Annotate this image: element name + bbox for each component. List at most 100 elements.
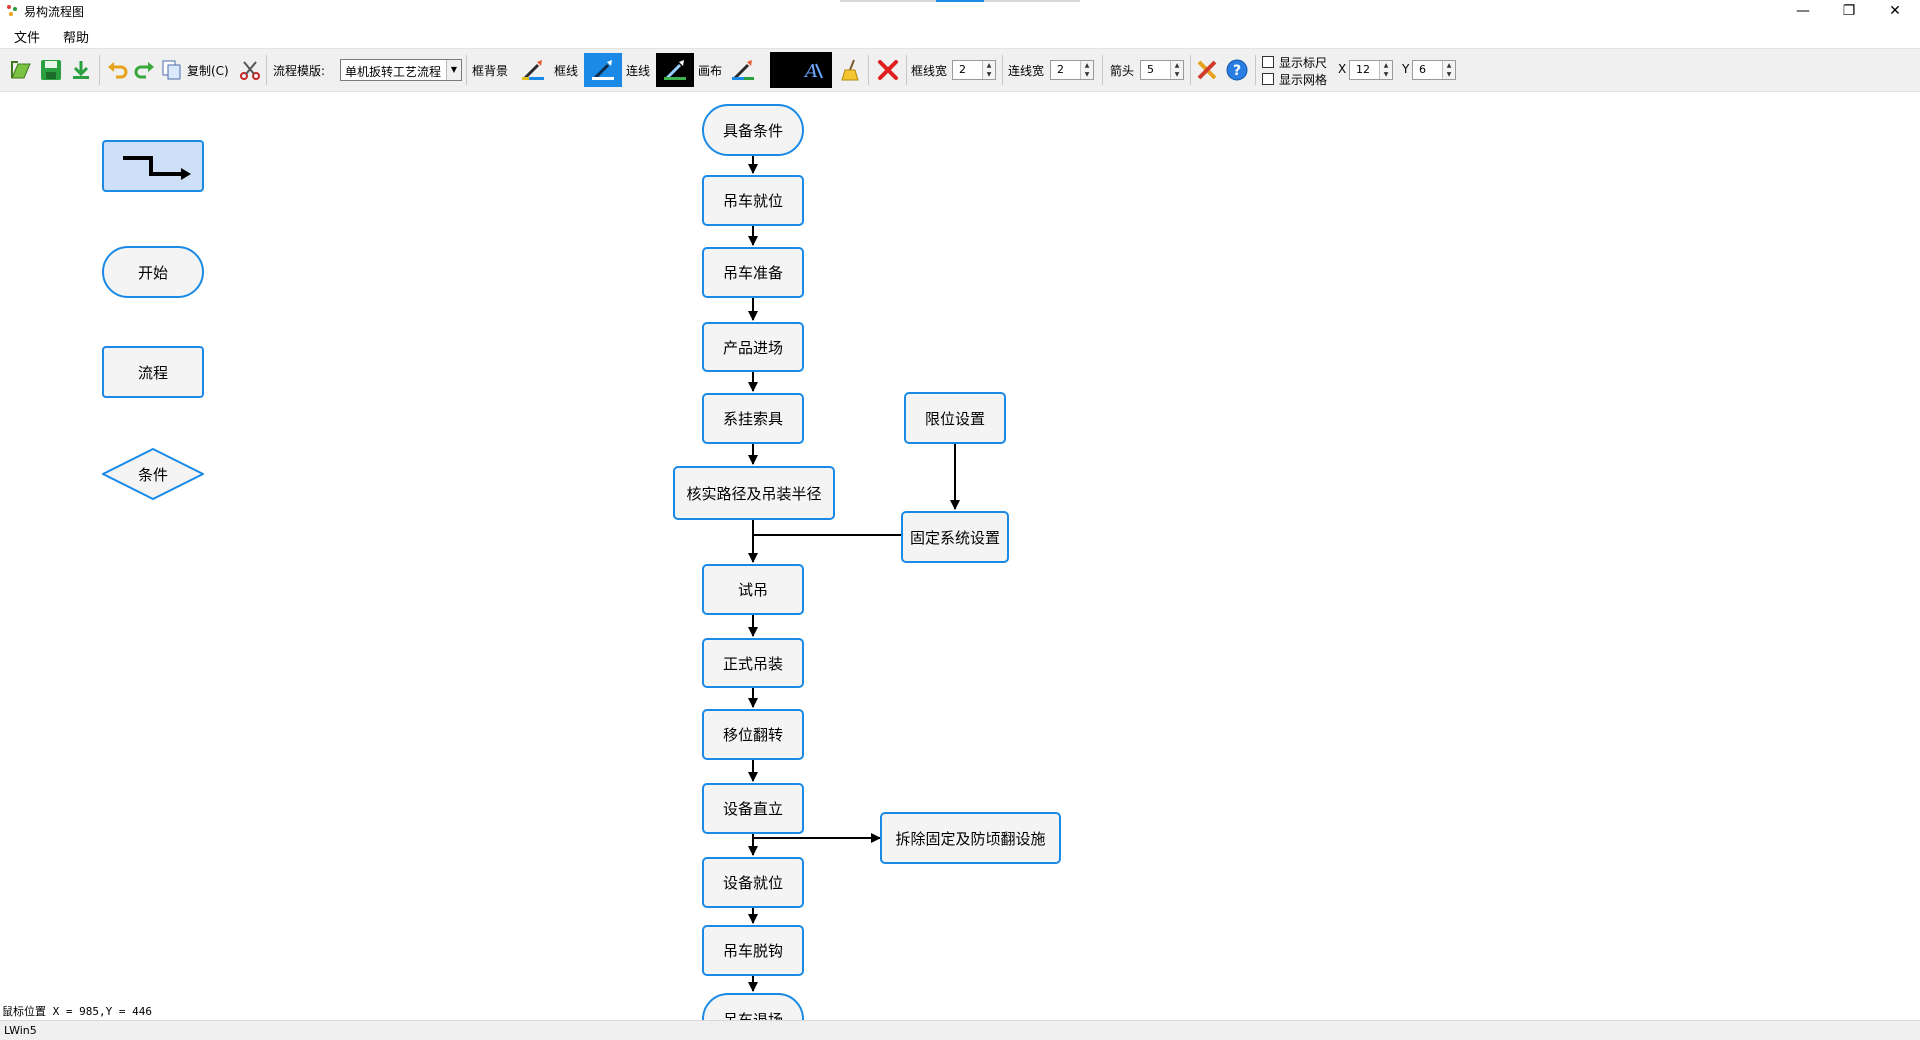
save-button[interactable]	[38, 55, 64, 85]
help-button[interactable]: ?	[1224, 55, 1250, 85]
flow-node[interactable]: 移位翻转	[702, 709, 804, 760]
grid-y-value: 6	[1419, 63, 1426, 76]
toolbar-separator	[1102, 55, 1103, 85]
close-button[interactable]: ✕	[1889, 3, 1901, 19]
chevron-up-icon[interactable]: ▲	[1174, 62, 1180, 69]
status-bar: LWin5	[0, 1020, 1920, 1040]
diamond-shape	[102, 448, 204, 500]
scissors-icon	[240, 61, 260, 80]
chevron-down-icon[interactable]: ▼	[1084, 71, 1090, 78]
grid-x-stepper[interactable]: 12 ▲▼	[1349, 60, 1393, 80]
flow-node[interactable]: 设备就位	[702, 857, 804, 908]
frame-bg-color-button[interactable]	[518, 55, 548, 85]
chevron-down-icon: ▼	[446, 60, 461, 80]
canvas-color-button[interactable]	[728, 55, 758, 85]
chevron-down-icon[interactable]: ▼	[1383, 71, 1389, 78]
stepper-arrows[interactable]: ▲▼	[1379, 61, 1392, 79]
title-bar: 易构流程图 — ❐ ✕	[0, 0, 1920, 22]
flow-node[interactable]: 产品进场	[702, 322, 804, 372]
stepper-arrows[interactable]: ▲▼	[982, 61, 995, 79]
palette-connector-tool[interactable]	[102, 140, 204, 192]
toolbar: 复制(C) 流程模版: 单机扳转工艺流程 ▼ 框背景 框线 连线 画布	[0, 48, 1920, 92]
stepper-arrows[interactable]: ▲▼	[1442, 61, 1455, 79]
chevron-down-icon[interactable]: ▼	[1174, 71, 1180, 78]
download-icon	[73, 61, 89, 79]
chevron-up-icon[interactable]: ▲	[1446, 62, 1452, 69]
flow-node[interactable]: 系挂索具	[702, 393, 804, 444]
flowchart-canvas[interactable]: 开始 流程 条件 具备条件 吊车就位 吊车准备 产品进场 系挂索具 核实路径及吊…	[0, 92, 1920, 1020]
chevron-down-icon[interactable]: ▼	[1446, 71, 1452, 78]
flow-node[interactable]: 正式吊装	[702, 638, 804, 688]
flow-node[interactable]: 核实路径及吊装半径	[673, 466, 835, 520]
flow-node[interactable]: 吊车准备	[702, 247, 804, 298]
connector-layer	[748, 154, 960, 992]
template-select-value: 单机扳转工艺流程	[345, 65, 442, 79]
delete-icon	[878, 60, 898, 80]
stepper-arrows[interactable]: ▲▼	[1080, 61, 1093, 79]
flow-node[interactable]: 试吊	[702, 564, 804, 615]
flow-node[interactable]: 吊车脱钩	[702, 925, 804, 976]
chevron-up-icon[interactable]: ▲	[1084, 62, 1090, 69]
copy-icon-button[interactable]	[160, 55, 184, 85]
link-color-button[interactable]	[656, 53, 694, 87]
flow-node[interactable]: 限位设置	[904, 392, 1006, 444]
toolbar-separator	[99, 55, 100, 85]
grid-x-label: X	[1338, 62, 1347, 76]
stepper-arrows[interactable]: ▲▼	[1170, 61, 1183, 79]
toolbar-separator	[1002, 55, 1003, 85]
undo-button[interactable]	[104, 55, 130, 85]
arrow-size-value: 5	[1147, 63, 1154, 76]
show-ruler-label[interactable]: 显示标尺	[1279, 56, 1328, 70]
clear-format-button[interactable]	[838, 55, 864, 85]
minimize-button[interactable]: —	[1796, 3, 1810, 19]
flow-node[interactable]: 吊车就位	[702, 175, 804, 226]
flow-node[interactable]: 固定系统设置	[901, 511, 1009, 563]
redo-button[interactable]	[132, 55, 158, 85]
restore-button[interactable]: ❐	[1842, 3, 1856, 19]
template-select[interactable]: 单机扳转工艺流程 ▼	[340, 59, 462, 81]
flow-node[interactable]: 设备直立	[702, 783, 804, 834]
frame-width-stepper[interactable]: 2 ▲▼	[952, 60, 996, 80]
paint-brush-icon	[592, 60, 614, 81]
grid-x-value: 12	[1356, 63, 1370, 76]
frame-bg-label: 框背景	[472, 64, 509, 78]
canvas-label: 画布	[698, 64, 723, 78]
grid-y-label: Y	[1402, 62, 1410, 76]
chevron-up-icon[interactable]: ▲	[1383, 62, 1389, 69]
open-icon	[11, 61, 31, 79]
link-width-value: 2	[1057, 63, 1064, 76]
palette-condition-shape[interactable]: 条件	[102, 448, 204, 500]
title-drag-hint-active	[936, 0, 984, 2]
cut-button[interactable]	[238, 55, 262, 85]
svg-text:?: ?	[1233, 63, 1241, 79]
flow-node[interactable]: 吊车退场	[702, 993, 804, 1020]
show-ruler-checkbox[interactable]	[1262, 56, 1274, 68]
flow-node[interactable]: 具备条件	[702, 104, 804, 156]
menu-file[interactable]: 文件	[14, 31, 41, 46]
template-label: 流程模版:	[273, 64, 326, 78]
chevron-down-icon[interactable]: ▼	[986, 71, 992, 78]
copy-icon	[162, 60, 181, 80]
copy-button-label[interactable]: 复制(C)	[187, 64, 229, 78]
tools-button[interactable]	[1194, 55, 1220, 85]
palette-condition-label: 条件	[137, 465, 168, 484]
export-button[interactable]	[68, 55, 94, 85]
show-grid-checkbox[interactable]	[1262, 73, 1274, 85]
grid-y-stepper[interactable]: 6 ▲▼	[1412, 60, 1456, 80]
status-user: LWin5	[4, 1024, 37, 1037]
chevron-up-icon[interactable]: ▲	[986, 62, 992, 69]
delete-button[interactable]	[874, 55, 902, 85]
palette-start-shape[interactable]: 开始	[102, 246, 204, 298]
window-title: 易构流程图	[24, 5, 85, 19]
frame-line-color-button[interactable]	[584, 53, 622, 87]
paint-brush-icon	[732, 60, 754, 81]
show-grid-label[interactable]: 显示网格	[1279, 73, 1328, 87]
font-color-button[interactable]: A	[770, 52, 832, 88]
menu-help[interactable]: 帮助	[63, 31, 90, 46]
flow-node[interactable]: 拆除固定及防顷翻设施	[880, 812, 1061, 864]
redo-icon	[134, 62, 154, 79]
link-width-stepper[interactable]: 2 ▲▼	[1050, 60, 1094, 80]
palette-process-shape[interactable]: 流程	[102, 346, 204, 398]
open-button[interactable]	[8, 55, 34, 85]
arrow-size-stepper[interactable]: 5 ▲▼	[1140, 60, 1184, 80]
